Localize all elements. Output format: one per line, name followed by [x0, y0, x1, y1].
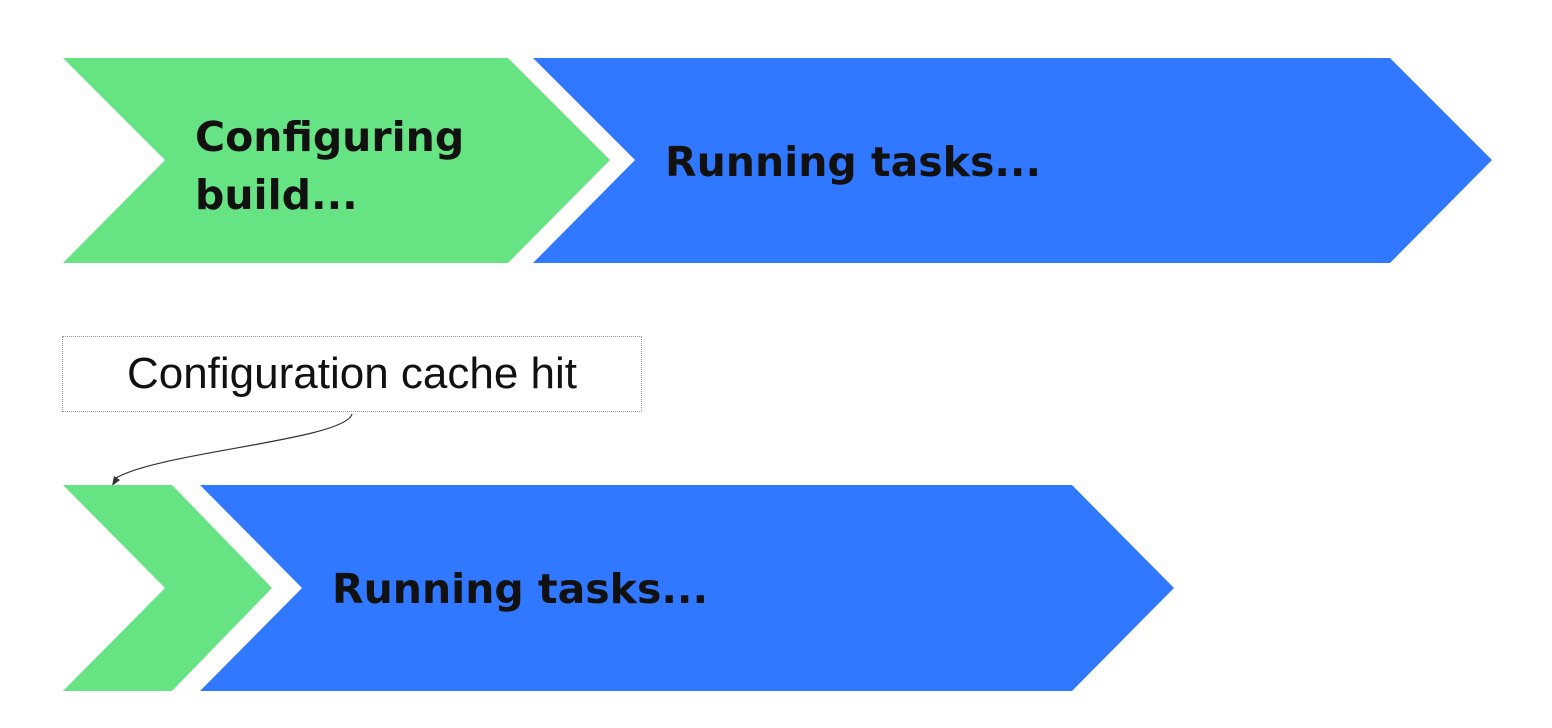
run-phase-arrow [533, 58, 1492, 263]
configuration-cache-hit-text: Configuration cache hit [126, 349, 578, 398]
cached-configure-phase-arrow [63, 485, 272, 691]
running-tasks-label-cached: Running tasks... [332, 565, 709, 613]
configuration-cache-callout: Configuration cache hit [62, 336, 642, 412]
configuring-build-label: Configuring build... [195, 113, 465, 219]
configure-phase-arrow [63, 58, 610, 263]
run-phase-arrow-cached [200, 485, 1174, 691]
callout-arrowhead [112, 476, 120, 486]
running-tasks-label: Running tasks... [665, 138, 1042, 186]
callout-connector [115, 413, 353, 479]
